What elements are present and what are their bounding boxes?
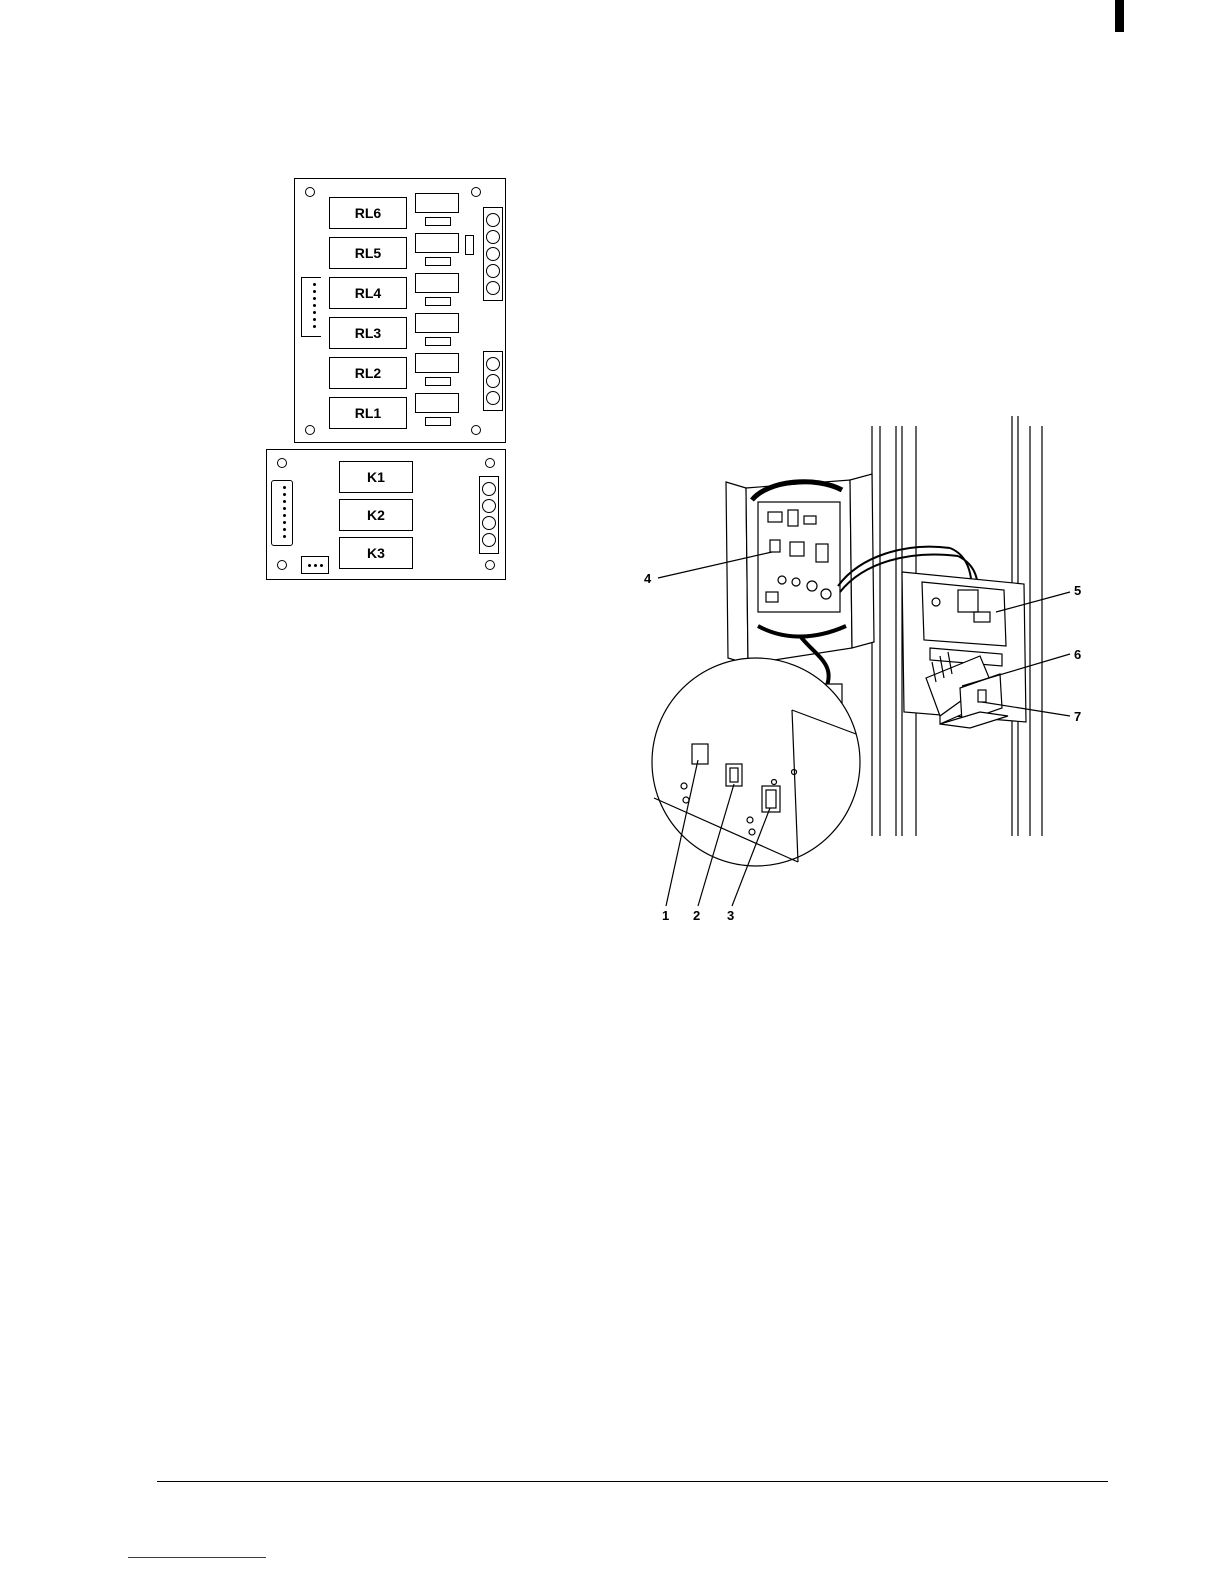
terminal [482, 482, 496, 496]
header-pin [313, 304, 316, 307]
header-pin [313, 311, 316, 314]
terminal [486, 281, 500, 295]
assembly-drawing [640, 416, 1090, 936]
header-pin [283, 535, 286, 538]
relay-rl1: RL1 [329, 397, 407, 429]
page-edge-mark [1115, 0, 1124, 32]
relay-label: K2 [367, 507, 385, 523]
relay-driver-component [415, 313, 459, 333]
relay-label: K1 [367, 469, 385, 485]
relay-driver-component [415, 193, 459, 213]
pin-header [301, 277, 321, 337]
relay-driver-component [415, 393, 459, 413]
mounting-hole [305, 425, 315, 435]
callout-2: 2 [693, 909, 700, 922]
relay-board-k: K1 K2 K3 [266, 449, 506, 580]
diode-component [425, 377, 451, 386]
callout-6: 6 [1074, 648, 1081, 661]
terminal [486, 264, 500, 278]
connector-pin [308, 564, 311, 567]
mounting-hole [471, 187, 481, 197]
relay-k1: K1 [339, 461, 413, 493]
fuse-component [465, 235, 474, 255]
terminal [486, 213, 500, 227]
connector-pin [320, 564, 323, 567]
header-pin [313, 318, 316, 321]
relay-label: RL1 [355, 405, 381, 421]
terminal [486, 391, 500, 405]
terminal [482, 499, 496, 513]
relay-rl2: RL2 [329, 357, 407, 389]
diode-component [425, 217, 451, 226]
callout-5: 5 [1074, 584, 1081, 597]
relay-label: RL2 [355, 365, 381, 381]
relay-rl3: RL3 [329, 317, 407, 349]
terminal [486, 357, 500, 371]
terminal [482, 533, 496, 547]
header-pin [283, 500, 286, 503]
relay-rl4: RL4 [329, 277, 407, 309]
connector-pin [314, 564, 317, 567]
relay-label: K3 [367, 545, 385, 561]
header-pin [313, 325, 316, 328]
relay-driver-component [415, 233, 459, 253]
footer-link-underline [128, 1557, 266, 1558]
header-pin [283, 514, 286, 517]
mounting-hole [485, 560, 495, 570]
header-pin [283, 528, 286, 531]
relay-rl5: RL5 [329, 237, 407, 269]
footer-rule [157, 1481, 1108, 1482]
header-pin [283, 493, 286, 496]
relay-board-rl: RL6 RL5 RL4 RL3 RL2 RL1 [294, 178, 506, 443]
terminal [486, 247, 500, 261]
relay-label: RL3 [355, 325, 381, 341]
header-pin [313, 290, 316, 293]
header-pin [313, 283, 316, 286]
header-pin [283, 507, 286, 510]
mounting-hole [485, 458, 495, 468]
relay-driver-component [415, 353, 459, 373]
header-pin [313, 297, 316, 300]
mounting-hole [277, 560, 287, 570]
relay-rl6: RL6 [329, 197, 407, 229]
terminal [486, 230, 500, 244]
header-pin [283, 486, 286, 489]
diode-component [425, 257, 451, 266]
relay-label: RL4 [355, 285, 381, 301]
terminal [482, 516, 496, 530]
callout-3: 3 [727, 909, 734, 922]
mounting-hole [277, 458, 287, 468]
relay-label: RL5 [355, 245, 381, 261]
diode-component [425, 337, 451, 346]
relay-k2: K2 [339, 499, 413, 531]
mounting-hole [305, 187, 315, 197]
relay-driver-component [415, 273, 459, 293]
assembly-illustration: 1 2 3 4 5 6 7 [640, 416, 1090, 936]
mounting-hole [471, 425, 481, 435]
relay-k3: K3 [339, 537, 413, 569]
diode-component [425, 417, 451, 426]
diode-component [425, 297, 451, 306]
header-pin [283, 521, 286, 524]
pin-header [271, 480, 293, 546]
callout-1: 1 [662, 909, 669, 922]
relay-label: RL6 [355, 205, 381, 221]
callout-7: 7 [1074, 710, 1081, 723]
callout-4: 4 [644, 572, 651, 585]
terminal [486, 374, 500, 388]
